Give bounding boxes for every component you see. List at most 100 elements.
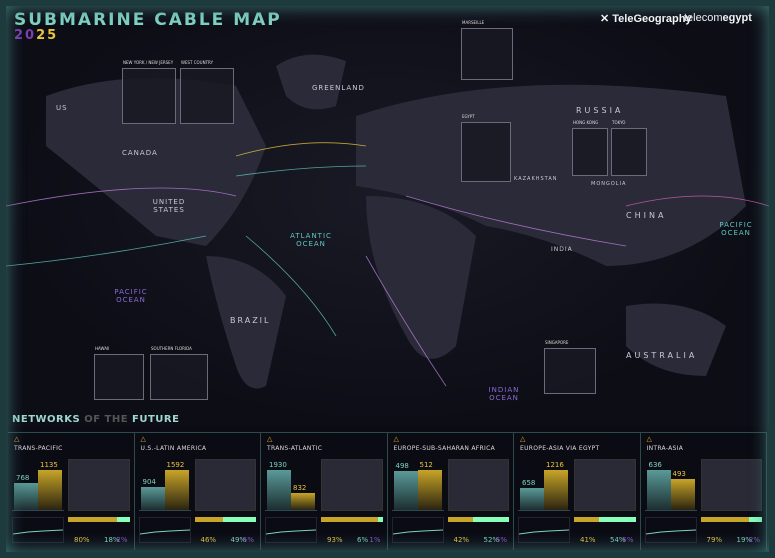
share-value: 49% [230, 536, 247, 544]
region-panels: △ TRANS-PACIFIC 768 1135 80% 18% 2%△ U.S… [8, 432, 767, 550]
label-united-states: UNITED STATES [152, 198, 186, 214]
region-panel: △ INTRA-ASIA 636 493 79% 19% 2% [641, 433, 767, 550]
region-panel: △ EUROPE-ASIA VIA EGYPT 658 1216 41% 54%… [514, 433, 641, 550]
label-russia: RUSSIA [576, 106, 624, 115]
inset-hong-kong[interactable]: HONG KONG [572, 120, 608, 176]
telecomegypt-logo: telecomegypt [684, 12, 752, 24]
region-mini-map [447, 459, 509, 511]
trend-chart [391, 517, 444, 543]
inset-southern-florida[interactable]: SOUTHERN FLORIDA [150, 346, 208, 400]
label-indian-ocean: INDIAN OCEAN [488, 386, 520, 402]
map-year: 2025 [14, 28, 58, 43]
share-value: 54% [610, 536, 626, 544]
share-value: 19% [736, 536, 753, 544]
section-title: NETWORKS OF THE FUTURE [12, 414, 179, 425]
share-value: 79% [706, 536, 723, 544]
share-bar [194, 517, 256, 522]
bar-value: 512 [419, 461, 433, 469]
inset-west-country[interactable]: WEST COUNTRY [180, 60, 234, 124]
bar-future [544, 470, 568, 510]
share-fill [68, 517, 118, 522]
share-bar [700, 517, 762, 522]
share-fill [700, 517, 750, 522]
bar-value: 1135 [40, 461, 58, 469]
region-panel: △ TRANS-ATLANTIC 1930 832 93% 6% 1% [261, 433, 388, 550]
bar-value: 493 [672, 470, 686, 478]
year-part: 20 [14, 28, 37, 43]
trend-line [265, 529, 317, 535]
label-brazil: BRAZIL [230, 316, 271, 325]
bar-value: 636 [648, 461, 662, 469]
share-fill [194, 517, 223, 522]
panel-title: EUROPE-SUB-SAHARAN AFRICA [393, 445, 495, 452]
inset-tokyo[interactable]: TOKYO [611, 120, 647, 176]
inset-new-york[interactable]: NEW YORK / NEW JERSEY [122, 60, 176, 124]
section-title-part: FUTURE [132, 414, 180, 425]
inset-label: NEW YORK / NEW JERSEY [123, 60, 174, 65]
trend-line [12, 529, 64, 535]
bar-2024 [14, 483, 38, 510]
bar-value: 1930 [269, 461, 287, 469]
share-value: 5% [242, 536, 254, 544]
region-panel: △ U.S.-LATIN AMERICA 904 1592 46% 49% 5% [135, 433, 261, 550]
capacity-bar-chart: 904 1592 [138, 459, 191, 511]
inset-label: HAWAII [95, 346, 110, 351]
trend-line [139, 529, 190, 535]
capacity-bar-chart: 636 493 [644, 459, 697, 511]
share-value: 1% [369, 536, 381, 544]
share-value: 93% [327, 536, 343, 544]
logo-text: telecom [684, 12, 723, 24]
share-bar [68, 517, 130, 522]
label-india: INDIA [551, 246, 573, 253]
warning-icon: △ [520, 435, 526, 443]
region-mini-map [321, 459, 383, 511]
section-title-part: OF THE [84, 414, 129, 425]
share-fill [574, 517, 600, 522]
share-value: 5% [622, 536, 634, 544]
share-value: 18% [104, 536, 120, 544]
panel-title: U.S.-LATIN AMERICA [140, 445, 207, 452]
logo-text: egypt [722, 12, 752, 24]
share-value: 52% [483, 536, 500, 544]
inset-hawaii[interactable]: HAWAII [94, 346, 144, 400]
trend-chart [644, 517, 697, 543]
share-value: 2% [116, 536, 128, 544]
trend-line [392, 529, 443, 535]
trend-chart [265, 517, 317, 543]
inset-egypt[interactable]: EGYPT [461, 114, 511, 182]
label-canada: CANADA [122, 149, 158, 157]
capacity-bar-chart: 768 1135 [12, 459, 64, 511]
share-value: 41% [580, 536, 596, 544]
bar-2024 [267, 470, 291, 510]
region-mini-map [574, 459, 636, 511]
bar-2024 [646, 470, 671, 510]
capacity-bar-chart: 658 1216 [518, 459, 570, 511]
inset-label: MARSEILLE [462, 20, 485, 25]
capacity-bar-chart: 1930 832 [265, 459, 317, 511]
bar-value: 1216 [546, 461, 564, 469]
share-value: 6% [357, 536, 369, 544]
share-value: 80% [74, 536, 90, 544]
region-mini-map [68, 459, 130, 511]
year-part: 25 [36, 28, 59, 43]
warning-icon: △ [267, 435, 273, 443]
share-value: 2% [748, 536, 760, 544]
bar-value: 832 [293, 484, 307, 492]
bar-2024 [393, 471, 418, 510]
warning-icon: △ [140, 435, 146, 443]
trend-chart [138, 517, 191, 543]
bar-value: 498 [395, 462, 409, 470]
panel-title: INTRA-ASIA [646, 445, 684, 452]
region-mini-map [700, 459, 762, 511]
world-map[interactable]: US CANADA UNITED STATES GREENLAND RUSSIA… [6, 6, 769, 426]
inset-marseille[interactable]: MARSEILLE [461, 20, 513, 80]
label-us: US [56, 104, 68, 112]
bar-future [417, 470, 442, 510]
inset-label: SINGAPORE [545, 340, 569, 345]
inset-label: EGYPT [462, 114, 475, 119]
inset-singapore[interactable]: SINGAPORE [544, 340, 596, 394]
map-title: SUBMARINE CABLE MAP [14, 10, 282, 30]
logo-text: TeleGeography [612, 13, 692, 25]
trend-chart [518, 517, 570, 543]
